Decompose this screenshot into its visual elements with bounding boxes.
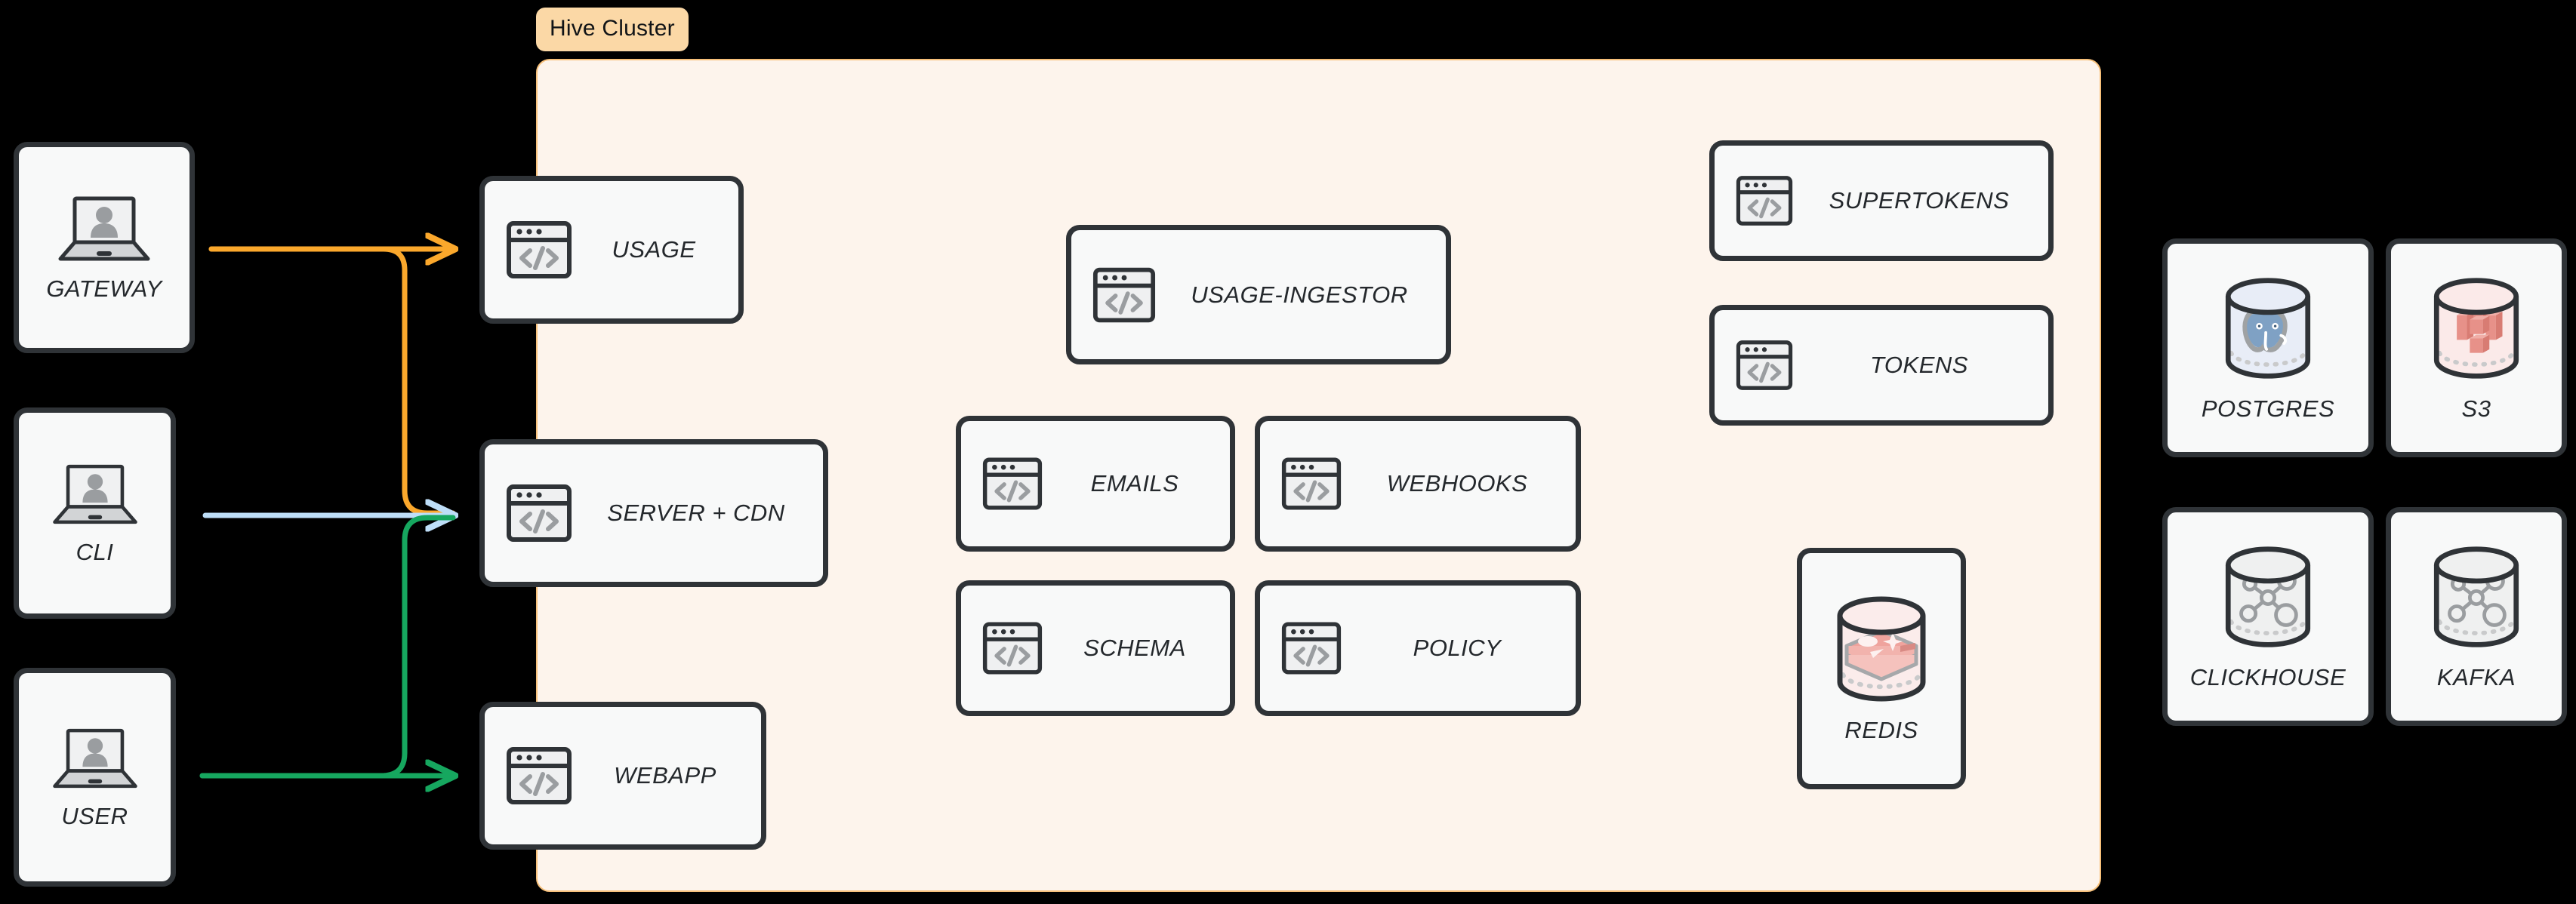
code-window-icon: [1281, 457, 1342, 511]
node-redis-label: REDIS: [1844, 717, 1918, 743]
node-schema[interactable]: SCHEMA: [956, 580, 1235, 716]
postgres-cylinder-icon: [2215, 273, 2321, 385]
node-clickhouse-label: CLICKHOUSE: [2189, 664, 2346, 690]
node-policy-label: POLICY: [1413, 635, 1502, 661]
node-gateway[interactable]: GATEWAY: [14, 142, 195, 353]
node-user[interactable]: USER: [14, 668, 176, 887]
node-usage[interactable]: USAGE: [479, 176, 744, 324]
redis-cylinder-icon: [1826, 593, 1937, 706]
code-window-icon: [1092, 266, 1156, 324]
code-window-icon: [1736, 340, 1793, 391]
node-cli-label: CLI: [75, 539, 114, 565]
hive-cluster-badge-label: Hive Cluster: [550, 16, 675, 41]
edge-gateway-to-server-cdn: [208, 246, 456, 516]
code-window-icon: [1736, 175, 1793, 226]
node-user-label: USER: [61, 803, 128, 829]
node-webhooks-label: WEBHOOKS: [1386, 470, 1528, 497]
node-policy[interactable]: POLICY: [1255, 580, 1581, 716]
node-webapp-label: WEBAPP: [614, 762, 716, 789]
node-usage-ingestor-label: USAGE-INGESTOR: [1191, 281, 1408, 308]
laptop-user-icon: [51, 724, 140, 792]
node-s3[interactable]: S3: [2386, 238, 2567, 457]
node-gateway-label: GATEWAY: [46, 275, 162, 302]
node-postgres[interactable]: POSTGRES: [2162, 238, 2374, 457]
node-server-cdn[interactable]: SERVER + CDN: [479, 439, 828, 587]
node-s3-label: S3: [2461, 395, 2491, 422]
node-webapp[interactable]: WEBAPP: [479, 702, 766, 850]
laptop-user-icon: [51, 460, 140, 528]
node-emails[interactable]: EMAILS: [956, 416, 1235, 552]
hive-cluster-badge: Hive Cluster: [536, 8, 689, 51]
laptop-user-icon: [56, 192, 153, 265]
node-usage-label: USAGE: [612, 236, 696, 263]
node-postgres-label: POSTGRES: [2201, 395, 2335, 422]
node-redis[interactable]: REDIS: [1797, 548, 1966, 789]
node-tokens-label: TOKENS: [1870, 352, 1968, 378]
node-server-cdn-label: SERVER + CDN: [607, 500, 785, 526]
node-supertokens[interactable]: SUPERTOKENS: [1709, 140, 2054, 261]
code-window-icon: [1281, 621, 1342, 675]
code-window-icon: [982, 457, 1043, 511]
node-kafka-label: KAFKA: [2436, 664, 2516, 690]
node-cli[interactable]: CLI: [14, 407, 176, 619]
code-window-icon: [506, 746, 572, 805]
generic-cylinder-icon: [2215, 542, 2321, 653]
code-window-icon: [506, 484, 572, 543]
edge-user-to-server-cdn: [199, 515, 456, 779]
code-window-icon: [982, 621, 1043, 675]
node-tokens[interactable]: TOKENS: [1709, 305, 2054, 426]
node-clickhouse[interactable]: CLICKHOUSE: [2162, 507, 2374, 726]
generic-cylinder-icon: [2423, 542, 2529, 653]
s3-cylinder-icon: [2423, 273, 2529, 385]
node-schema-label: SCHEMA: [1083, 635, 1186, 661]
node-supertokens-label: SUPERTOKENS: [1829, 187, 2010, 214]
node-webhooks[interactable]: WEBHOOKS: [1255, 416, 1581, 552]
node-kafka[interactable]: KAFKA: [2386, 507, 2567, 726]
node-usage-ingestor[interactable]: USAGE-INGESTOR: [1066, 225, 1451, 364]
node-emails-label: EMAILS: [1090, 470, 1179, 497]
code-window-icon: [506, 220, 572, 279]
